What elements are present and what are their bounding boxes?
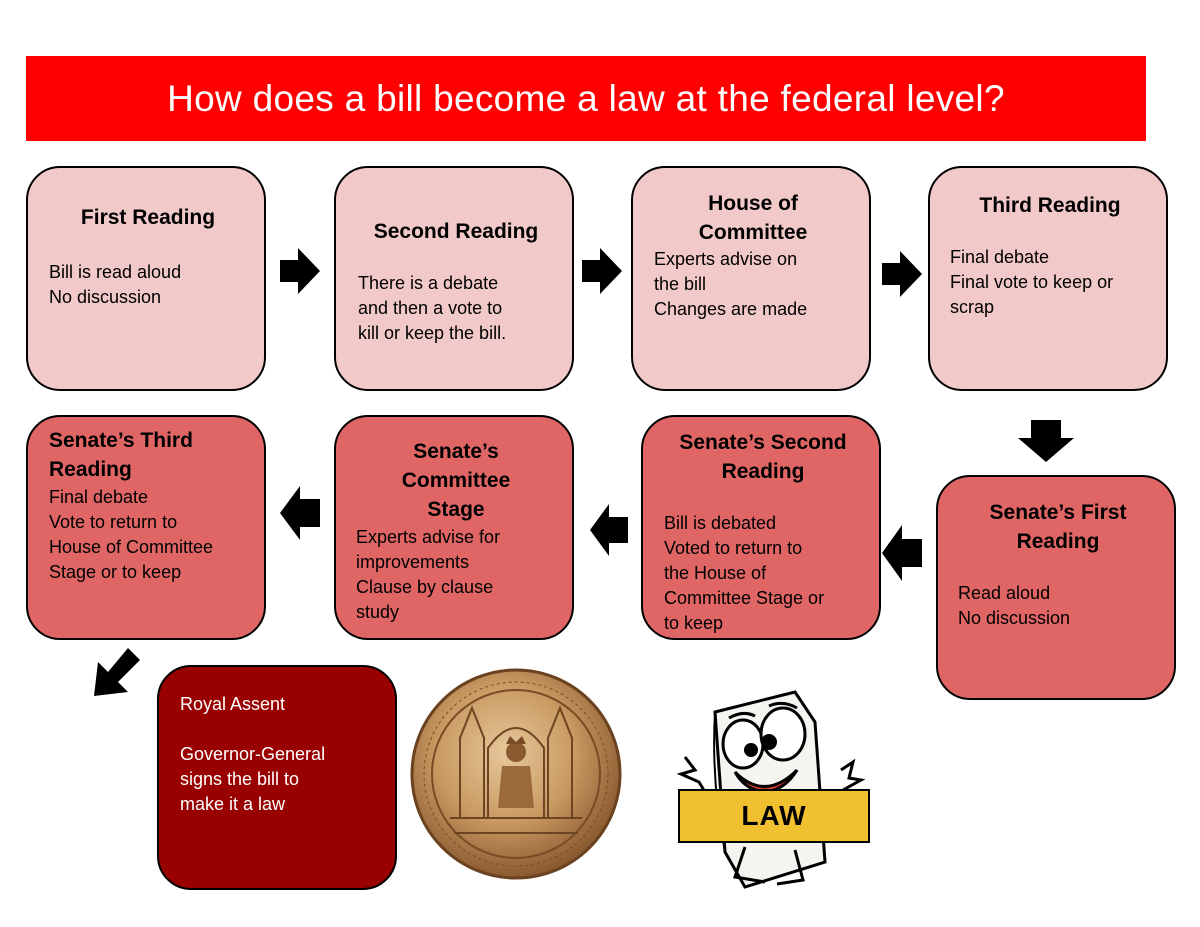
step-title: House of Committee xyxy=(698,192,808,244)
law-banner: LAW xyxy=(678,789,870,843)
arrow-down-left-icon xyxy=(94,648,140,696)
step-title: First Reading xyxy=(80,206,216,229)
arrow-left-icon xyxy=(280,486,320,540)
arrow-right-icon xyxy=(280,248,320,294)
great-seal-image xyxy=(410,668,622,880)
step-title: Senate’s Third Reading xyxy=(49,429,193,481)
page-title: How does a bill become a law at the fede… xyxy=(167,77,1005,119)
step-body: Bill is read aloud No discussion xyxy=(49,262,182,307)
step-body: Experts advise for improvements Clause b… xyxy=(356,527,501,622)
step-house-of-committee: House of Committee Experts advise on the… xyxy=(631,166,871,391)
arrow-right-icon xyxy=(582,248,622,294)
step-body: Final debate Final vote to keep or scrap xyxy=(950,247,1114,317)
step-body: There is a debate and then a vote to kil… xyxy=(358,273,507,343)
arrow-left-icon xyxy=(590,504,628,556)
step-title: Senate’s First Reading xyxy=(989,501,1127,553)
step-second-reading: Second Reading There is a debate and the… xyxy=(334,166,574,391)
arrow-down-icon xyxy=(1018,420,1074,462)
step-body: Final debate Vote to return to House of … xyxy=(49,487,214,582)
step-body: Experts advise on the bill Changes are m… xyxy=(654,249,808,319)
arrow-left-icon xyxy=(882,525,922,581)
step-first-reading: First Reading Bill is read aloud No disc… xyxy=(26,166,266,391)
step-senate-third-reading: Senate’s Third Reading Final debate Vote… xyxy=(26,415,266,640)
step-body: Read aloud No discussion xyxy=(958,583,1071,628)
step-senate-committee-stage: Senate’s Committee Stage Experts advise … xyxy=(334,415,574,640)
title-banner: How does a bill become a law at the fede… xyxy=(26,56,1146,141)
step-senate-first-reading: Senate’s First Reading Read aloud No dis… xyxy=(936,475,1176,700)
royal-assent-text: Royal Assent Governor-General signs the … xyxy=(180,694,326,814)
step-body: Bill is debated Voted to return to the H… xyxy=(664,513,825,633)
royal-assent-box: Royal Assent Governor-General signs the … xyxy=(157,665,397,890)
step-senate-second-reading: Senate’s Second Reading Bill is debated … xyxy=(641,415,881,640)
law-mascot-image xyxy=(676,690,866,889)
arrow-right-icon xyxy=(882,251,922,297)
step-third-reading: Third Reading Final debate Final vote to… xyxy=(928,166,1168,391)
step-title: Second Reading xyxy=(373,220,539,243)
step-title: Senate’s Committee Stage xyxy=(401,440,511,521)
step-title: Third Reading xyxy=(979,194,1121,217)
law-label: LAW xyxy=(741,800,807,831)
step-title: Senate’s Second Reading xyxy=(679,431,847,483)
